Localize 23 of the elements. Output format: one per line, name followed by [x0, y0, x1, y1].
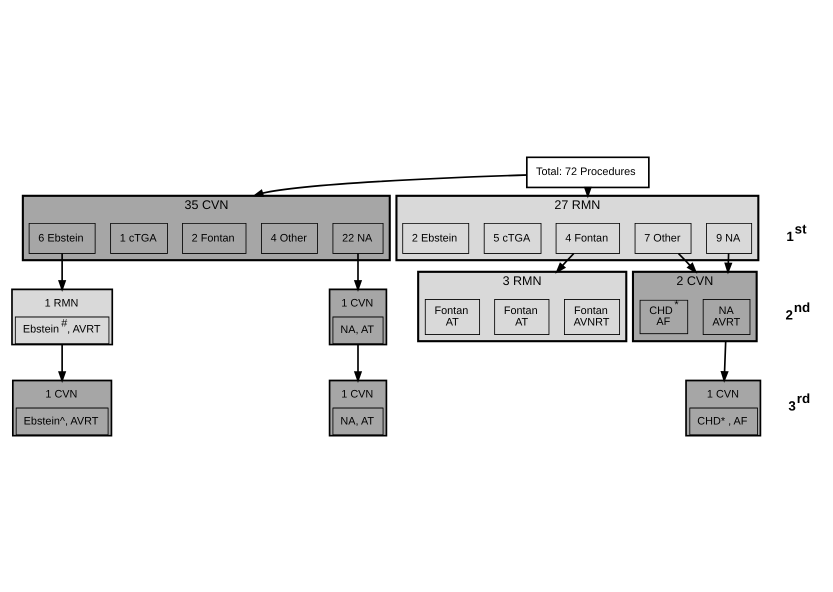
node-box: 4 Other: [261, 222, 318, 254]
node-box: NA AVRT: [702, 298, 750, 334]
node-box: 6 Ebstein: [28, 222, 96, 254]
arrow: [720, 340, 729, 382]
node-box: 4 Fontan: [556, 222, 620, 254]
arrow: [555, 252, 574, 274]
node-box: Fontan AVNRT: [564, 298, 620, 334]
node-box: 1 cTGA: [110, 222, 168, 254]
arrow: [354, 253, 362, 292]
node-box: 2 Fontan: [182, 222, 246, 254]
node-box: 2 Ebstein: [402, 222, 470, 254]
arrow: [354, 344, 362, 382]
node-box: Fontan AT: [494, 298, 550, 334]
node-box: 9 NA: [706, 222, 752, 254]
arrow: [58, 253, 66, 292]
arrow: [678, 252, 698, 274]
node-box: 22 NA: [332, 222, 384, 254]
node-box: 7 Other: [634, 222, 692, 254]
arrow: [58, 344, 66, 382]
arrow: [724, 253, 732, 274]
node-box: 5 cTGA: [484, 222, 542, 254]
node-box: Fontan AT: [424, 298, 480, 334]
arrow: [252, 174, 527, 196]
